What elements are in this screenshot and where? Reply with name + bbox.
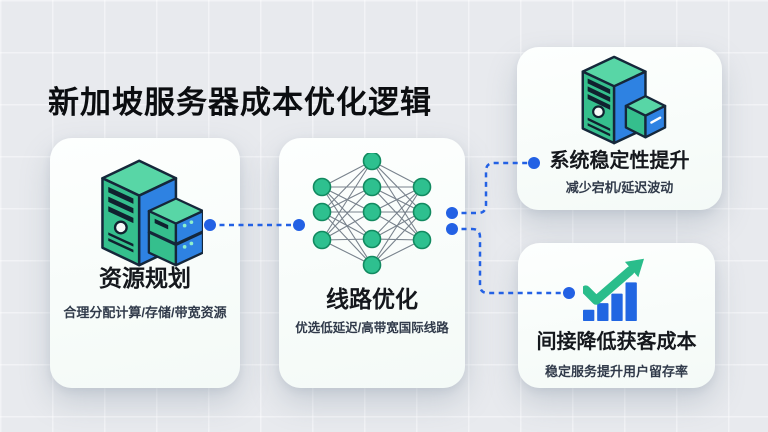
card-acquisition-cost: 间接降低获客成本 稳定服务提升用户留存率 — [518, 243, 715, 388]
growth-chart-icon — [518, 251, 715, 325]
page-title: 新加坡服务器成本优化逻辑 — [48, 84, 432, 120]
server-rack-icon — [50, 154, 240, 272]
card-resource-title: 资源规划 — [99, 265, 191, 291]
card-system-stability: 系统稳定性提升 减少宕机/延迟波动 — [517, 47, 722, 210]
card-route-subtitle: 优选低延迟/高带宽国际线路 — [295, 321, 449, 335]
card-resource-subtitle: 合理分配计算/存储/带宽资源 — [63, 305, 227, 320]
card-resource-planning: 资源规划 合理分配计算/存储/带宽资源 — [50, 138, 240, 388]
card-route-optimization: 线路优化 优选低延迟/高带宽国际线路 — [279, 138, 465, 388]
neural-network-icon — [279, 153, 465, 279]
card-cost-title: 间接降低获客成本 — [536, 331, 697, 353]
card-route-title: 线路优化 — [326, 286, 418, 312]
card-cost-subtitle: 稳定服务提升用户留存率 — [544, 364, 688, 379]
server-cube-icon — [517, 53, 722, 151]
card-stability-title: 系统稳定性提升 — [549, 150, 690, 172]
card-stability-subtitle: 减少宕机/延迟波动 — [565, 180, 674, 195]
